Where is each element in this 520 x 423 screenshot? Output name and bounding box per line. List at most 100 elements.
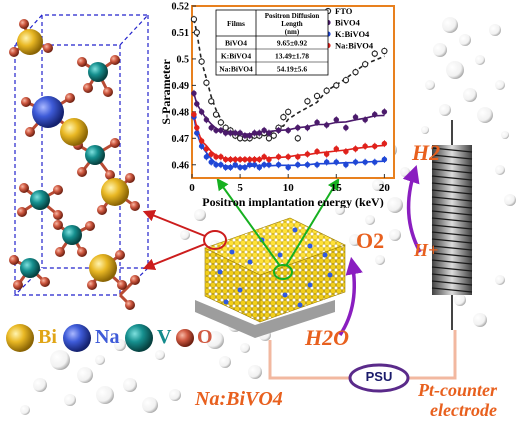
data-point [198,58,205,65]
table-cell: 54.19±5.6 [277,65,308,74]
data-point [323,122,330,128]
data-point [285,108,292,115]
data-point [194,124,200,131]
label-h2: H2 [412,140,441,165]
x-tick-label: 0 [189,182,195,194]
label-photoanode: Na:BiVO4 [195,388,283,410]
data-point [275,154,282,160]
table-header: (nm) [285,28,300,36]
data-point [280,113,287,121]
data-point [313,92,321,100]
data-point [304,98,311,105]
bismuth-atoms [17,29,129,282]
data-point [246,156,253,163]
data-point [261,127,267,134]
y-tick-label: 0.47 [172,134,190,145]
data-point [256,130,263,136]
data-point [194,101,200,107]
data-point [304,124,311,131]
y-tick-label: 0.48 [172,107,190,118]
data-point [194,130,200,136]
legend-label-v: V [157,326,172,348]
data-point [314,148,320,155]
data-point [381,47,388,55]
data-point [212,111,220,118]
data-point [361,61,369,68]
data-point [295,124,301,131]
data-point [352,114,359,120]
data-point [198,109,205,115]
y-tick-label: 0.5 [177,54,190,65]
highlight-red-circle [203,230,227,250]
data-point [285,127,291,134]
data-point [256,156,263,163]
data-point [304,151,311,157]
table-header: Positron Diffusion [265,12,320,20]
data-point [251,162,258,168]
data-point [217,119,225,126]
table-cell: Na:BiVO4 [219,65,253,74]
label-hplus: H+ [414,240,439,260]
data-point [227,156,234,163]
y-tick-label: 0.52 [172,2,190,13]
data-point [381,156,388,163]
table-frame [215,9,329,76]
legend-label-bi: Bi [38,326,57,348]
data-point [333,146,340,152]
y-tick-label: 0.51 [172,28,190,39]
table-cell: K:BiVO4 [221,52,252,61]
data-point [371,50,378,57]
data-point [294,135,301,142]
data-point [323,151,330,157]
legend-label: BiVO4 [335,18,361,28]
data-point [270,132,277,139]
data-point [323,87,330,94]
psu-oval [348,363,410,393]
data-point [203,154,210,160]
data-point [285,164,291,171]
data-point [343,148,349,155]
reaction-arrows [338,165,422,336]
data-point [237,164,243,171]
data-point [266,130,272,136]
data-point [208,151,214,157]
crystal-legend-spheres [6,324,194,352]
highlight-green-circle [273,264,293,280]
table-cell: 9.65±0.92 [277,39,308,48]
data-point [266,156,272,163]
data-point [352,69,359,76]
data-point [242,156,248,163]
table-cell: BiVO4 [225,39,247,48]
data-point [218,162,224,168]
data-point [227,130,234,136]
x-tick-label: 10 [283,182,295,194]
legend-label: K:BiVO4 [335,29,370,39]
data-point [251,156,258,163]
label-counter-line2: electrode [430,400,497,420]
circuit-wires [268,330,457,380]
data-point [362,159,368,165]
data-point [275,162,282,168]
data-point [266,162,272,168]
data-point [213,162,219,168]
data-point [275,127,282,134]
x-axis-label: Positron implantation energy (keV) [202,195,383,208]
data-point [218,154,224,160]
data-point [261,154,267,160]
data-point [208,124,214,131]
data-point [256,164,263,171]
data-point [213,154,219,160]
data-point [193,29,200,36]
data-point [314,119,320,126]
data-point [198,143,205,149]
data-point [323,159,330,165]
data-point [333,82,340,89]
legend-label-o: O [197,326,213,348]
table-header: Length [281,20,303,28]
data-point [251,130,258,136]
data-point [237,156,243,163]
data-point [232,130,239,136]
data-point [203,146,210,152]
